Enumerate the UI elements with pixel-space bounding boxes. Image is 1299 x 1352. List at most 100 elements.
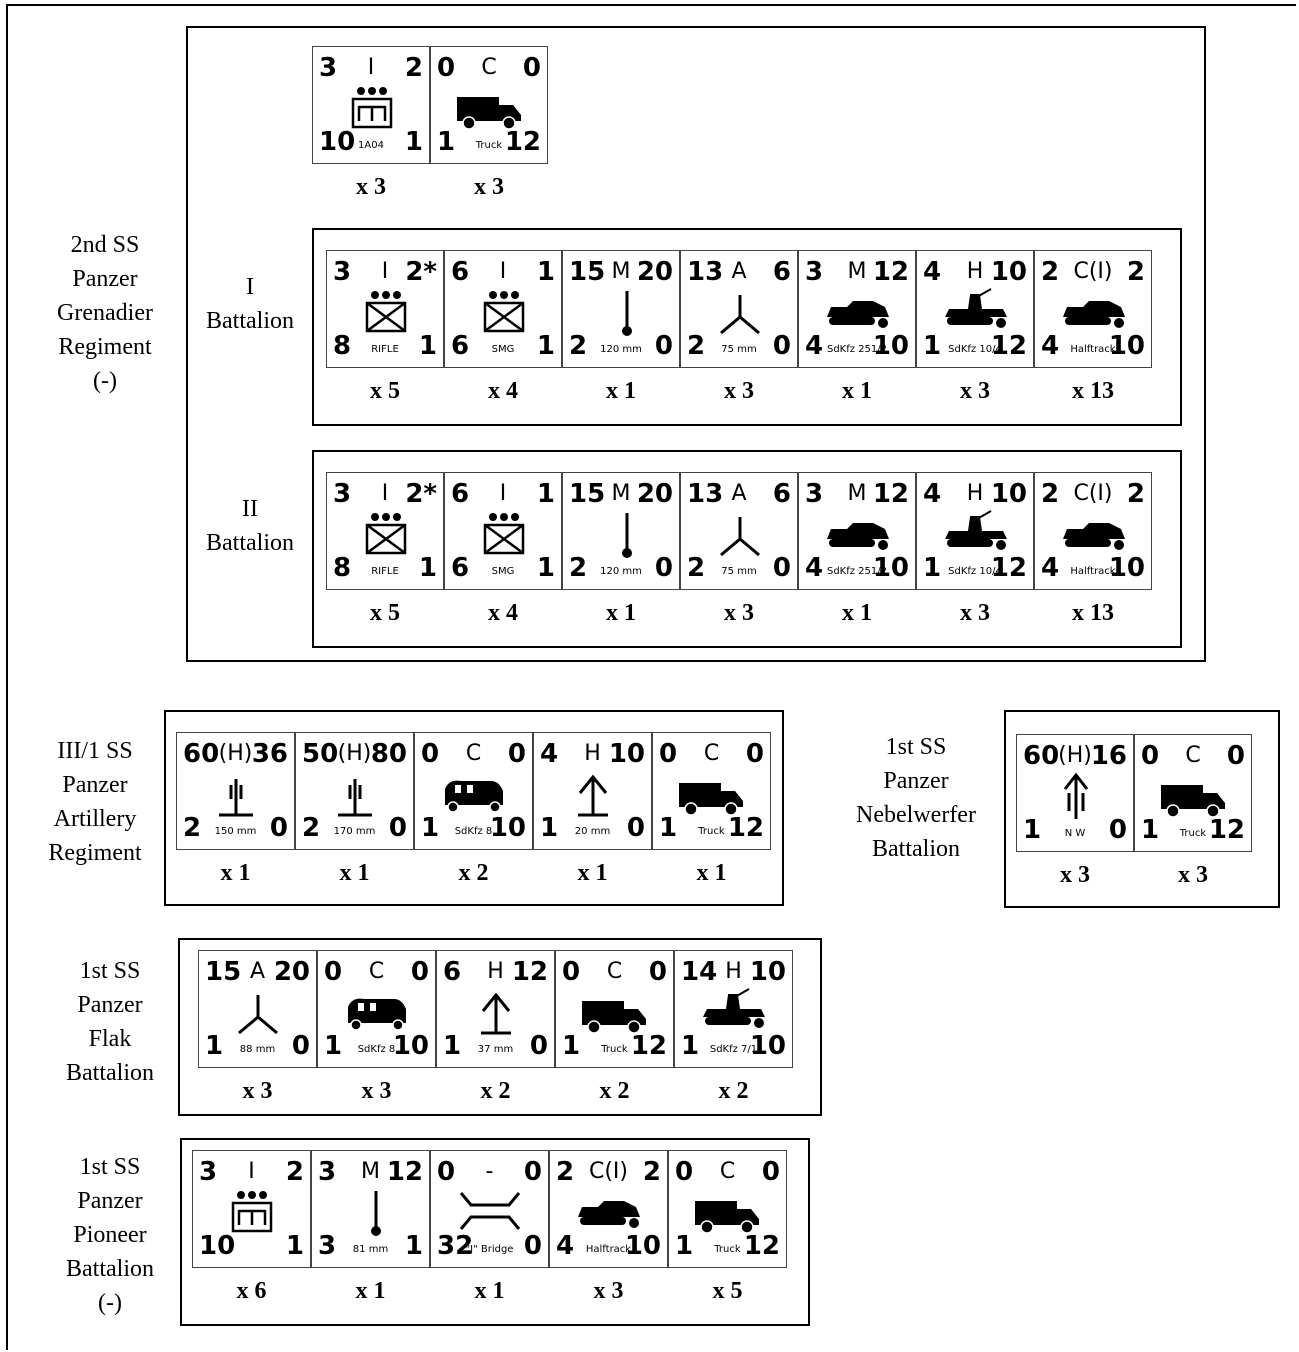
counter-value-br: 0 xyxy=(529,1031,548,1061)
counter-value-tr: 6 xyxy=(772,257,791,287)
counter-quantity: x 3 xyxy=(361,1078,392,1104)
counter-value-br: 0 xyxy=(772,331,791,361)
infantry-icon xyxy=(483,291,525,333)
unit-label-line: (-) xyxy=(98,1290,122,1316)
counter-value-tl: 4 xyxy=(540,739,559,769)
antitank-gun-icon xyxy=(238,995,278,1035)
counter-designation: SdKfz 10/4 xyxy=(948,566,1002,577)
antitank-gun-icon xyxy=(720,295,760,335)
counter-designation: 81 mm xyxy=(352,1244,389,1255)
counter-value-bl: 4 xyxy=(805,553,824,583)
counter-value-bl: 1 xyxy=(681,1031,700,1061)
flak-halftrack-icon xyxy=(945,288,1007,328)
counter-value-bl: 1 xyxy=(324,1031,343,1061)
counter-value-tr: 36 xyxy=(251,739,288,769)
counter-designation: 1A04 xyxy=(358,140,384,151)
artillery-regiment-box xyxy=(164,710,784,906)
counter-value-bl: 2 xyxy=(302,813,321,843)
counter-value-tl: 0 xyxy=(562,957,581,987)
counter-value-tc: C xyxy=(368,959,385,984)
counter-value-br: 1 xyxy=(536,331,555,361)
counter-value-bl: 1 xyxy=(562,1031,581,1061)
counter-value-tl: 3 xyxy=(333,257,352,287)
unit-label-line: Battalion xyxy=(66,1060,154,1086)
infantry-icon xyxy=(365,513,407,555)
counter-value-br: 10 xyxy=(1108,331,1145,361)
counter-value-br: 12 xyxy=(504,127,541,157)
counter-value-bl: 1 xyxy=(421,813,440,843)
prime-mover-icon xyxy=(348,998,406,1031)
pioneer-battalion-box xyxy=(180,1138,810,1326)
counter-quantity: x 3 xyxy=(1060,862,1090,888)
rocket-launcher-icon xyxy=(1063,772,1089,819)
counter-value-tr: 0 xyxy=(761,1157,780,1187)
counter-value-bl: 3 xyxy=(318,1231,337,1261)
counter-value-tc: M xyxy=(847,259,867,284)
counter-value-bl: 1 xyxy=(1141,815,1160,845)
counter-value-tl: 0 xyxy=(675,1157,694,1187)
counter-designation: SMG xyxy=(491,566,515,577)
counter-value-bl: 1 xyxy=(443,1031,462,1061)
counter-value-tc: M xyxy=(847,481,867,506)
counter-quantity: x 2 xyxy=(458,860,489,886)
unit-label-line: Panzer xyxy=(62,772,128,798)
halftrack-icon xyxy=(1063,523,1125,550)
counter-quantity: x 4 xyxy=(488,600,518,626)
unit-label-line: Artillery xyxy=(53,806,137,832)
counter-value-tr: 2 xyxy=(404,53,423,83)
org-chart-page xyxy=(6,4,1296,1350)
truck-icon xyxy=(582,1001,646,1034)
counter-designation: 75 mm xyxy=(721,566,757,577)
counter-designation: Truck xyxy=(601,1044,628,1055)
counter-value-tc: I xyxy=(499,259,507,284)
counter-quantity: x 3 xyxy=(960,378,990,404)
counter-value-br: 1 xyxy=(404,127,423,157)
counter-designation: RIFLE xyxy=(371,566,399,577)
unit-label-line: Regiment xyxy=(58,334,152,360)
counter-value-tr: 0 xyxy=(507,739,526,769)
counter-value-br: 12 xyxy=(630,1031,667,1061)
counter-value-tc: H xyxy=(966,481,984,506)
counter-value-tr: 0 xyxy=(745,739,764,769)
unit-label-line: I xyxy=(246,274,254,300)
counter-designation: Halftrack xyxy=(585,1244,632,1255)
counter-value-br: 0 xyxy=(291,1031,310,1061)
counter-value-tc: C xyxy=(481,55,497,80)
unit-label-line: Battalion xyxy=(66,1256,154,1282)
counter-quantity: x 13 xyxy=(1072,600,1114,626)
counter-value-tr: 0 xyxy=(522,53,541,83)
counter-designation: SdKfz 10/4 xyxy=(948,344,1002,355)
counter-value-tl: 15 xyxy=(569,257,606,287)
halftrack-icon xyxy=(1063,301,1125,328)
unit-label-line: Flak xyxy=(88,1026,132,1052)
counter-value-bl: 1 xyxy=(1023,815,1042,845)
counter-designation: Truck xyxy=(475,140,503,151)
counter-value-tc: C(I) xyxy=(588,1159,628,1184)
counter-value-tc: (H) xyxy=(1058,743,1092,768)
counter-value-bl: 2 xyxy=(687,553,706,583)
counter-value-tc: I xyxy=(499,481,507,506)
counter-value-tl: 0 xyxy=(437,53,456,83)
counter-value-tl: 6 xyxy=(451,479,470,509)
counter-designation: SdKfz 7/1 xyxy=(709,1044,758,1055)
counter-value-tc: C xyxy=(465,741,482,766)
unit-label-line: Nebelwerfer xyxy=(856,802,976,828)
